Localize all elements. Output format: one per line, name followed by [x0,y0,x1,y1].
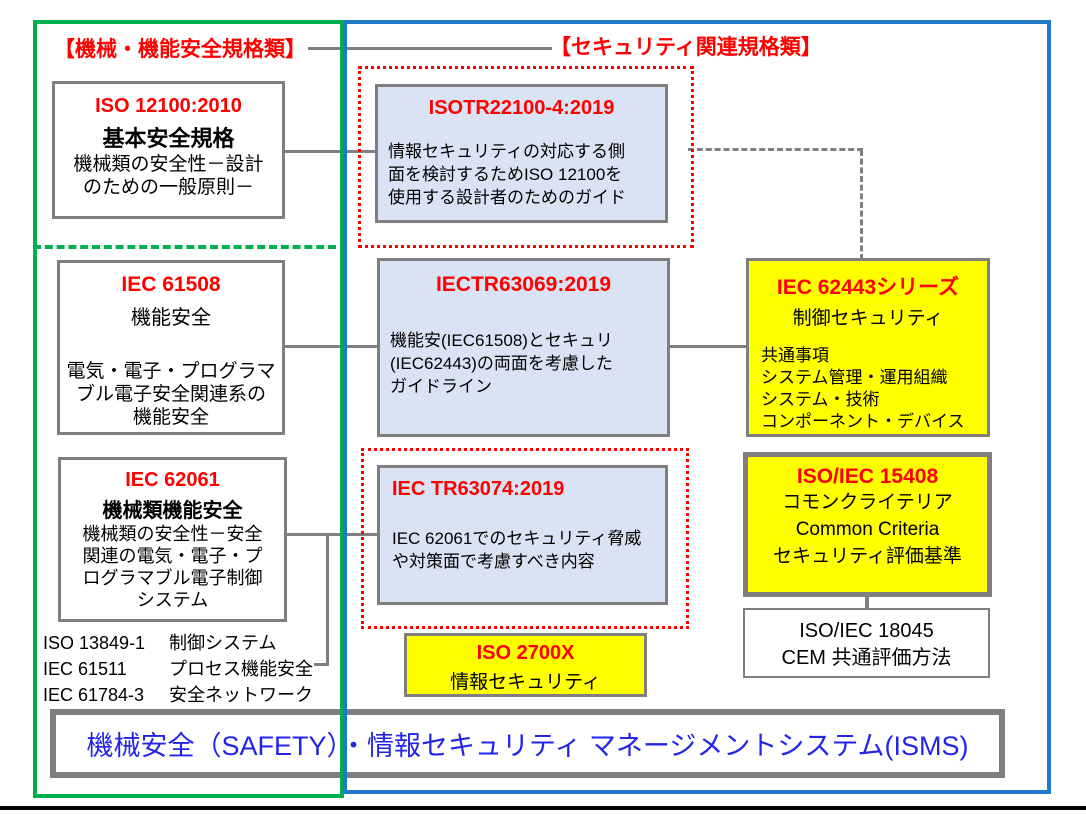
box-title: ISO 12100:2010 [95,95,242,117]
standard-code: ISO 13849-1 [43,633,146,653]
box-title: ISO/IEC 15408 [796,465,939,488]
machine-safety-group-label: 【機械・機能安全規格類】 [54,38,306,61]
box-title: IEC 61508 [121,273,221,296]
box-iso18045: ISO/IEC 18045 CEM 共通評価方法 [743,608,990,678]
box-iectr63074: IEC TR63074:2019 IEC 62061でのセキュリティ脅威 や対策… [377,465,668,605]
box-line: セキュリティ評価基準 [773,546,962,567]
box-line: システム・技術 [761,390,880,409]
box-line: 関連の電気・電子・プ [82,546,263,566]
box-subtitle: 機能安全 [131,307,211,329]
box-subtitle: 制御セキュリティ [792,308,944,329]
standard-code: IEC 61784-3 [43,685,145,705]
box-title: IEC 62443シリーズ [776,276,960,299]
dotted-frame-isotr22100 [358,66,694,248]
box-iso2700x: ISO 2700X 情報セキュリティ [404,633,647,697]
box-iec62443-series: IEC 62443シリーズ 制御セキュリティ 共通事項 システム管理・運用組織 … [746,258,990,437]
box-line: 使用する設計者のためのガイド [388,188,626,207]
related-standards-list: ISO 13849-1 制御システム IEC 61511 プロセス機能安全 IE… [43,630,313,708]
box-iectr63069: IECTR63069:2019 機能安(IEC61508)とセキュリ (IEC6… [377,258,670,437]
connector-iso15408-iso18045 [865,595,869,610]
box-title: IEC TR63074:2019 [392,478,565,500]
box-title: IEC 62061 [125,469,220,491]
box-line: 電気・電子・プログラマ [66,361,276,382]
list-item: ISO 13849-1 制御システム [43,630,313,656]
connector-iec62061-iectr63074 [287,533,379,536]
box-line: 情報セキュリティの対応する側 [388,142,625,161]
box-line: システム管理・運用組織 [761,368,948,387]
bottom-rule [0,806,1086,810]
footer-text: 機械安全（SAFETY）・情報セキュリティ マネージメントシステム(ISMS) [86,731,969,761]
box-isotr22100-4: ISOTR22100-4:2019 情報セキュリティの対応する側 面を検討するた… [375,84,668,223]
connector-iectr63069-iec62443 [668,345,748,348]
list-item: IEC 61511 プロセス機能安全 [43,656,313,682]
connector-group-labels [308,47,552,50]
box-line: (IEC62443)の両面を考慮した [390,354,613,373]
standard-name: プロセス機能安全 [169,659,313,679]
box-line: 機械類の安全性－設計 [73,154,264,175]
box-iec61508: IEC 61508 機能安全 電気・電子・プログラマ ブル電子安全関連系の 機能… [57,260,285,435]
connector-iec61508-iectr63069 [285,345,380,348]
security-group-label: 【セキュリティ関連規格類】 [550,36,822,59]
box-line: ブル電子安全関連系の [75,384,266,405]
box-title: ISOTR22100-4:2019 [428,97,615,119]
standard-code: IEC 61511 [43,659,127,679]
box-line: Common Criteria [795,519,940,540]
footer-banner: 機械安全（SAFETY）・情報セキュリティ マネージメントシステム(ISMS) [50,709,1005,778]
box-line: CEM 共通評価方法 [781,647,952,669]
box-line: ガイドライン [390,377,492,396]
box-line: 機能安全 [132,407,209,428]
box-title: IECTR63069:2019 [435,273,612,296]
box-line: のための一般原則－ [82,177,254,198]
box-subtitle: 情報セキュリティ [450,672,601,693]
box-line: 機械類の安全性－安全 [82,524,263,544]
box-iso15408: ISO/IEC 15408 コモンクライテリア Common Criteria … [743,452,992,597]
box-line: コンポーネント・デバイス [761,412,965,431]
box-line: コモンクライテリア [782,492,953,513]
dotted-frame-iectr63074 [361,448,689,629]
connector-bracket-vertical [326,533,329,666]
box-iso12100: ISO 12100:2010 基本安全規格 機械類の安全性－設計 のための一般原… [52,81,285,219]
box-line: IEC 62061でのセキュリティ脅威 [392,529,642,548]
connector-iso12100-isotr22100 [285,150,379,153]
box-line: 面を検討するためISO 12100を [388,165,623,184]
list-item: IEC 61784-3 安全ネットワーク [43,682,313,708]
box-line: や対策面で考慮すべき内容 [392,552,595,571]
box-subtitle: 機械類機能安全 [102,500,243,522]
box-iec62061: IEC 62061 機械類機能安全 機械類の安全性－安全 関連の電気・電子・プ … [58,457,287,622]
box-line: 共通事項 [761,346,829,365]
box-line: 機能安(IEC61508)とセキュリ [390,331,613,350]
box-line: ログラマブル電子制御 [82,568,263,588]
box-subtitle: 基本安全規格 [102,126,235,151]
standard-name: 安全ネットワーク [169,685,313,705]
dashed-connector-iec62443-vertical [860,150,863,260]
dashed-connector-isotr22100-horizontal [688,148,863,151]
box-line: システム [136,590,209,610]
box-line: ISO/IEC 18045 [799,620,934,642]
green-dashed-divider [33,245,336,249]
connector-bracket-iec61511 [314,663,329,666]
box-title: ISO 2700X [476,642,575,664]
standard-name: 制御システム [169,633,277,653]
